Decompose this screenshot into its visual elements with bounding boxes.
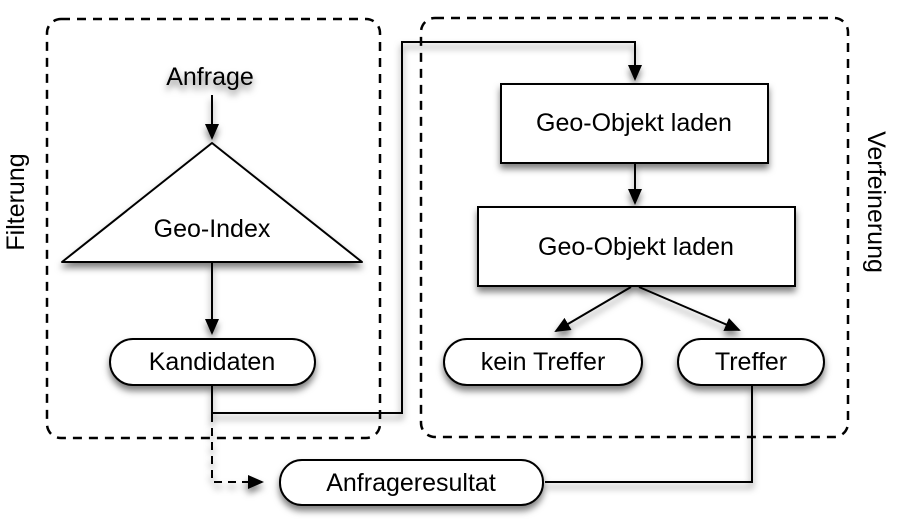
geo-objekt-laden-2-node (477, 206, 796, 287)
arrow-to-kein-treffer (554, 286, 632, 333)
connector-treffer-to-anfrageresultat (545, 385, 753, 483)
kein-treffer-node (443, 338, 643, 386)
treffer-label: Treffer (715, 348, 787, 376)
arrow-to-treffer (638, 286, 741, 331)
kandidaten-label: Kandidaten (149, 348, 276, 376)
dashed-connector-kandidaten-to-anfrageresultat (211, 414, 264, 489)
geo-index-triangle (61, 142, 363, 263)
kein-treffer-label: kein Treffer (481, 348, 606, 376)
anfrageresultat-label: Anfrageresultat (326, 469, 496, 497)
filterung-group-label: Filterung (2, 153, 30, 250)
filterung-group-border (45, 17, 382, 440)
diagram-content: Anfrage Geo-Index Kandidaten Geo-Objekt … (61, 41, 825, 506)
verfeinerung-group-label: Verfeinerung (862, 131, 890, 273)
connector-kandidaten-to-geo-objekt (211, 41, 642, 414)
anfrageresultat-node (279, 459, 544, 506)
geo-objekt-laden-2-label: Geo-Objekt laden (538, 233, 734, 261)
verfeinerung-group-border (419, 16, 850, 439)
anfrage-label: Anfrage (166, 63, 254, 91)
geo-index-label: Geo-Index (154, 215, 271, 243)
geo-objekt-laden-1-label: Geo-Objekt laden (536, 109, 732, 137)
